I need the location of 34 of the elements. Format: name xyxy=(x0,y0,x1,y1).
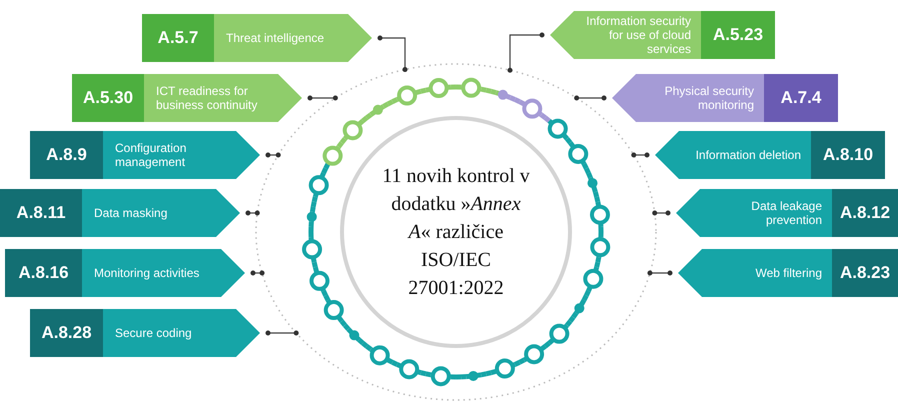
leader-line xyxy=(647,270,672,276)
leader-line xyxy=(266,330,299,336)
leader-line xyxy=(631,152,650,158)
control-code: A.8.23 xyxy=(832,249,898,297)
control-code: A.7.4 xyxy=(764,74,838,122)
leader-line xyxy=(250,270,265,276)
control-name: Information security for use of cloud services xyxy=(550,11,701,59)
leader-line xyxy=(652,210,670,216)
leader-line xyxy=(574,96,606,100)
control-code: A.8.16 xyxy=(5,249,82,297)
control-name: Data leakage prevention xyxy=(676,189,832,237)
leader-line xyxy=(266,152,281,158)
control-code: A.8.10 xyxy=(811,131,885,179)
control-code: A.5.30 xyxy=(72,74,144,122)
control-code: A.8.28 xyxy=(30,309,103,357)
control-name: Physical security monitoring xyxy=(612,74,764,122)
control-name: Information deletion xyxy=(655,131,811,179)
leader-line xyxy=(308,96,338,100)
control-name: Web filtering xyxy=(678,249,832,297)
control-code: A.5.23 xyxy=(701,11,775,59)
control-name: Threat intelligence xyxy=(214,14,372,62)
leader-line xyxy=(508,32,544,73)
leader-line xyxy=(378,36,408,72)
control-code: A.8.9 xyxy=(30,131,103,179)
center-title: 11 novih kontrol v dodatku »Annex A« različice ISO/IEC 27001:2022 xyxy=(381,164,531,301)
control-name: ICT readiness for business continuity xyxy=(144,74,302,122)
control-name: Secure coding xyxy=(103,309,260,357)
control-name: Data masking xyxy=(82,189,240,237)
leader-line xyxy=(246,210,260,216)
control-name: Monitoring activities xyxy=(82,249,245,297)
control-name: Configuration management xyxy=(103,131,260,179)
control-code: A.8.12 xyxy=(832,189,898,237)
control-code: A.8.11 xyxy=(0,189,82,237)
control-code: A.5.7 xyxy=(142,14,214,62)
